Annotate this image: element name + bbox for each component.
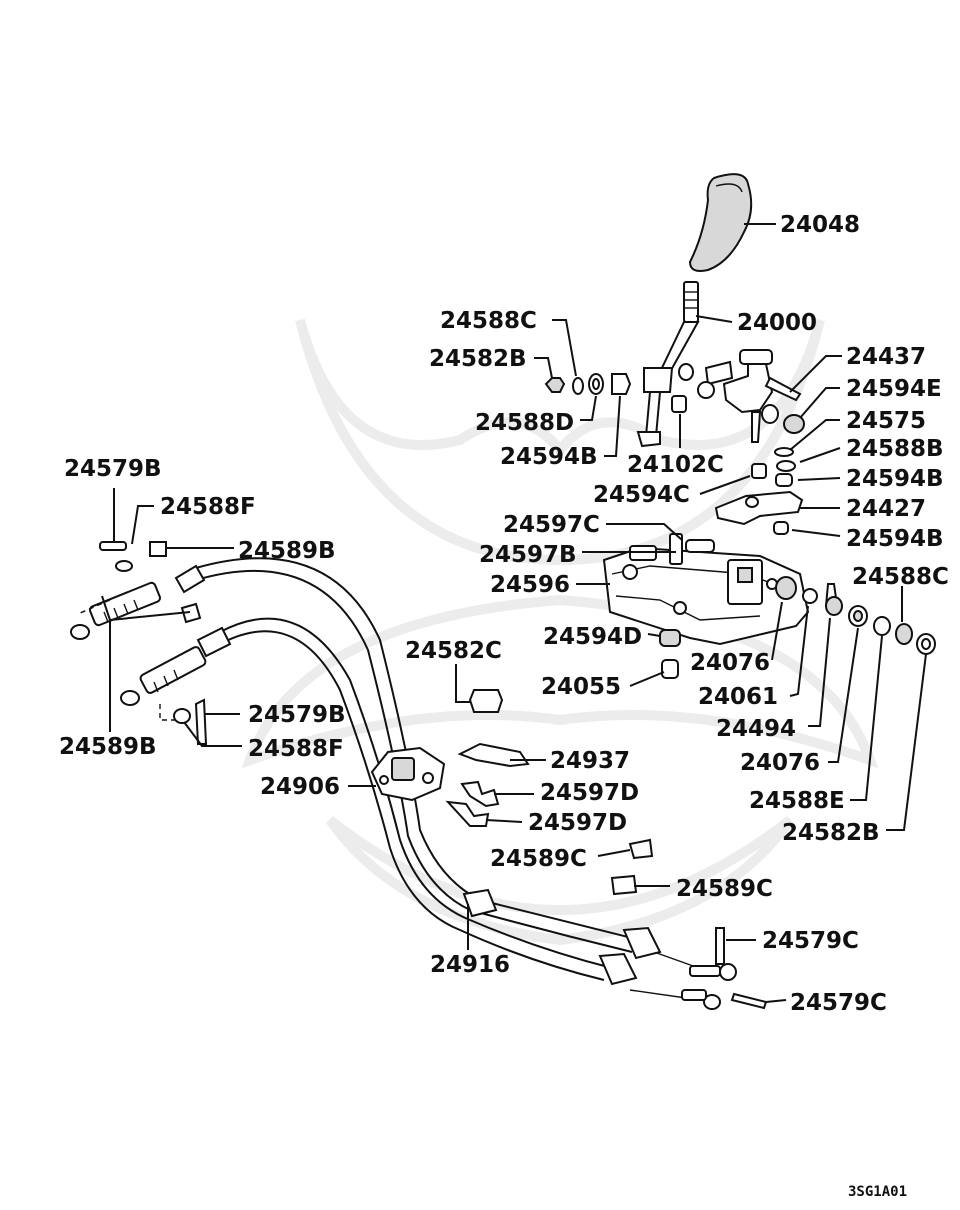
label-24588c-top[interactable]: 24588C xyxy=(440,308,537,334)
label-24588d[interactable]: 24588D xyxy=(475,410,574,436)
label-24061[interactable]: 24061 xyxy=(698,684,778,710)
label-24579c-b[interactable]: 24579C xyxy=(790,990,887,1016)
part-number-labels: 24048 24000 24588C 24582B 24437 24594E 2… xyxy=(59,212,949,1200)
label-24916[interactable]: 24916 xyxy=(430,952,510,978)
label-24589b-left[interactable]: 24589B xyxy=(59,734,157,760)
label-24582b-top[interactable]: 24582B xyxy=(429,346,527,372)
label-24000[interactable]: 24000 xyxy=(737,310,817,336)
label-24589c-b[interactable]: 24589C xyxy=(676,876,773,902)
label-24594c[interactable]: 24594C xyxy=(593,482,690,508)
label-24597d-b[interactable]: 24597D xyxy=(528,810,627,836)
label-24588c-right[interactable]: 24588C xyxy=(852,564,949,590)
label-24588f-top[interactable]: 24588F xyxy=(160,494,256,520)
right-bushings xyxy=(714,447,804,535)
upper-bushings xyxy=(544,373,632,395)
label-24589b-top[interactable]: 24589B xyxy=(238,538,336,564)
label-24596[interactable]: 24596 xyxy=(490,572,570,598)
label-24427[interactable]: 24427 xyxy=(846,496,926,522)
label-24906[interactable]: 24906 xyxy=(260,774,340,800)
lever-base-bracket xyxy=(602,533,810,646)
label-24589c-a[interactable]: 24589C xyxy=(490,846,587,872)
label-24048[interactable]: 24048 xyxy=(780,212,860,238)
label-24076-a[interactable]: 24076 xyxy=(690,650,770,676)
right-cable-ends xyxy=(598,926,768,1010)
cable-bracket xyxy=(370,746,498,918)
select-lever xyxy=(678,349,805,443)
label-24594b-r2[interactable]: 24594B xyxy=(846,526,944,552)
shift-lever xyxy=(636,281,700,448)
label-24588e[interactable]: 24588E xyxy=(749,788,845,814)
label-24575[interactable]: 24575 xyxy=(846,408,926,434)
label-24582b-bottom[interactable]: 24582B xyxy=(782,820,880,846)
label-24597d-a[interactable]: 24597D xyxy=(540,780,639,806)
shift-knob xyxy=(688,173,753,272)
label-24937[interactable]: 24937 xyxy=(550,748,630,774)
label-24588f-mid[interactable]: 24588F xyxy=(248,736,344,762)
left-cable-ends xyxy=(70,541,232,745)
label-24594d[interactable]: 24594D xyxy=(543,624,642,650)
grommets xyxy=(468,629,681,713)
label-24594e[interactable]: 24594E xyxy=(846,376,942,402)
pivot-parts xyxy=(775,576,936,655)
clips-and-bolts xyxy=(445,742,654,896)
label-24597b[interactable]: 24597B xyxy=(479,542,577,568)
leader-lines xyxy=(101,223,927,1003)
label-24579b-top[interactable]: 24579B xyxy=(64,456,162,482)
label-24582c[interactable]: 24582C xyxy=(405,638,502,664)
label-24597c[interactable]: 24597C xyxy=(503,512,600,538)
label-24102c[interactable]: 24102C xyxy=(627,452,724,478)
diagram-code: 3SG1A01 xyxy=(848,1184,907,1200)
label-24579b-mid[interactable]: 24579B xyxy=(248,702,346,728)
label-24594b-r1[interactable]: 24594B xyxy=(846,466,944,492)
label-24588b[interactable]: 24588B xyxy=(846,436,944,462)
label-24076-b[interactable]: 24076 xyxy=(740,750,820,776)
label-24494[interactable]: 24494 xyxy=(716,716,796,742)
label-24579c-a[interactable]: 24579C xyxy=(762,928,859,954)
label-24594b-left[interactable]: 24594B xyxy=(500,444,598,470)
label-24437[interactable]: 24437 xyxy=(846,344,926,370)
shift-cables xyxy=(195,557,711,1001)
label-24055[interactable]: 24055 xyxy=(541,674,621,700)
